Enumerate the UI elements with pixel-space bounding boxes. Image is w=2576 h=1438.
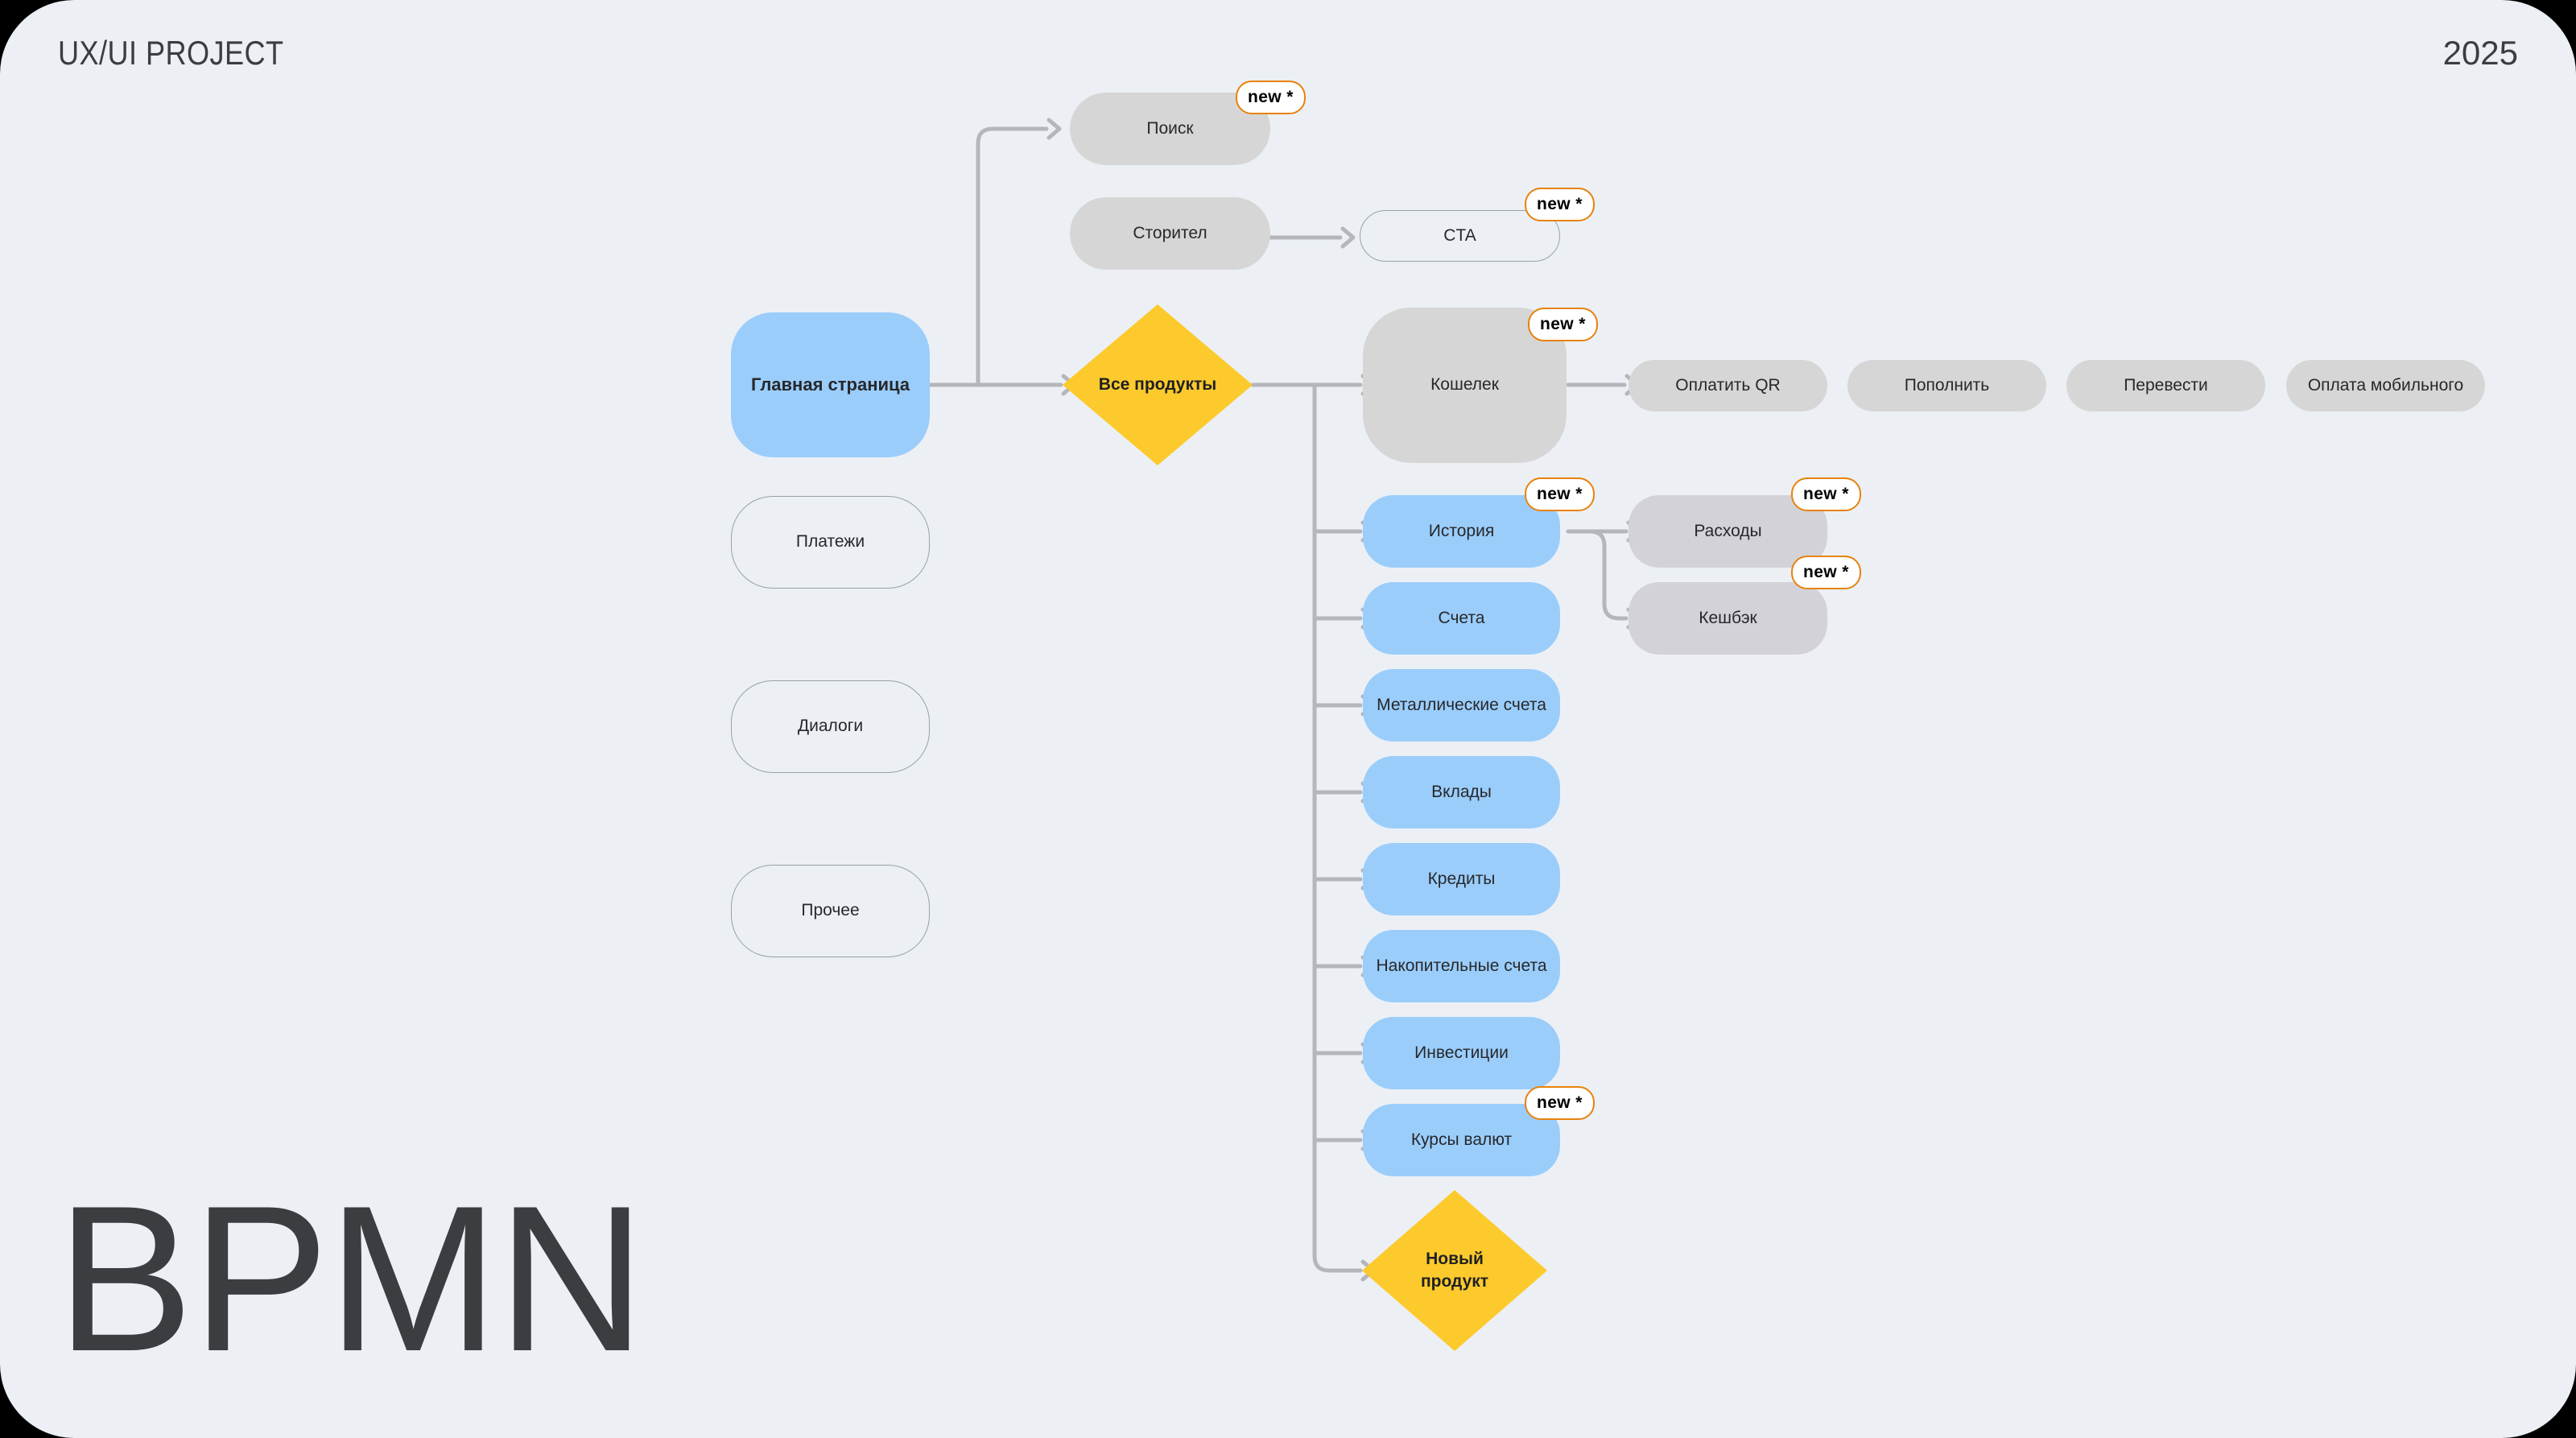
badge-new-fx-rates[interactable]: new * (1525, 1086, 1595, 1120)
node-label: Курсы валют (1410, 1130, 1513, 1149)
node-label: Вклады (1431, 782, 1492, 801)
badge-new-cta[interactable]: new * (1525, 188, 1595, 221)
node-other[interactable]: Прочее (731, 865, 930, 957)
page-year: 2025 (2442, 34, 2518, 72)
badge-new-cashback[interactable]: new * (1791, 556, 1861, 589)
node-label: Накопительные счета (1376, 956, 1547, 975)
node-label: Платежи (795, 532, 865, 552)
node-history[interactable]: История (1363, 495, 1560, 568)
node-label: Расходы (1694, 521, 1762, 540)
node-label: Новый продукт (1420, 1249, 1489, 1291)
node-metal-accounts[interactable]: Металлические счета (1363, 669, 1560, 742)
node-label: Счета (1438, 608, 1485, 627)
node-investments[interactable]: Инвестиции (1363, 1017, 1560, 1089)
node-fx-rates[interactable]: Курсы валют (1363, 1104, 1560, 1176)
node-label: Сторител (1133, 223, 1208, 242)
node-label: Пополнить (1904, 375, 1990, 395)
bpmn-heading: BPMN (56, 1162, 646, 1395)
node-payments[interactable]: Платежи (731, 496, 930, 589)
node-label: Инвестиции (1414, 1043, 1509, 1062)
node-pay-qr[interactable]: Оплатить QR (1629, 360, 1827, 411)
badge-new-wallet[interactable]: new * (1528, 308, 1598, 341)
node-label: CTA (1443, 225, 1476, 245)
node-label: Кредиты (1427, 869, 1496, 888)
node-deposits[interactable]: Вклады (1363, 756, 1560, 829)
node-dialogs[interactable]: Диалоги (731, 680, 930, 773)
node-label: Все продукты (1098, 374, 1217, 394)
node-label: Металлические счета (1377, 695, 1546, 714)
node-label: История (1428, 521, 1495, 540)
badge-new-expenses[interactable]: new * (1791, 477, 1861, 511)
node-credits[interactable]: Кредиты (1363, 843, 1560, 915)
page-title: UX/UI PROJECT (58, 34, 284, 72)
node-accounts[interactable]: Счета (1363, 582, 1560, 655)
node-label: Кошелек (1430, 375, 1499, 395)
node-cta[interactable]: CTA (1360, 210, 1560, 262)
node-savings-accounts[interactable]: Накопительные счета (1363, 930, 1560, 1002)
node-label: Прочее (801, 901, 860, 920)
node-label: Перевести (2124, 375, 2208, 395)
node-label: Поиск (1146, 118, 1194, 138)
node-label: Оплата мобильного (2307, 375, 2464, 395)
node-label: Диалоги (797, 717, 864, 736)
badge-new-search[interactable]: new * (1236, 81, 1306, 114)
node-cashback[interactable]: Кешбэк (1629, 582, 1827, 655)
badge-new-history[interactable]: new * (1525, 477, 1595, 511)
node-label: Кешбэк (1699, 608, 1757, 627)
node-expenses[interactable]: Расходы (1629, 495, 1827, 568)
node-storytel[interactable]: Сторител (1070, 197, 1270, 270)
node-label: Главная страница (750, 374, 910, 395)
node-label: Оплатить QR (1675, 375, 1781, 395)
node-topup[interactable]: Пополнить (1847, 360, 2046, 411)
node-mobile-pay[interactable]: Оплата мобильного (2286, 360, 2485, 411)
node-home[interactable]: Главная страница (731, 312, 930, 457)
node-transfer[interactable]: Перевести (2066, 360, 2265, 411)
